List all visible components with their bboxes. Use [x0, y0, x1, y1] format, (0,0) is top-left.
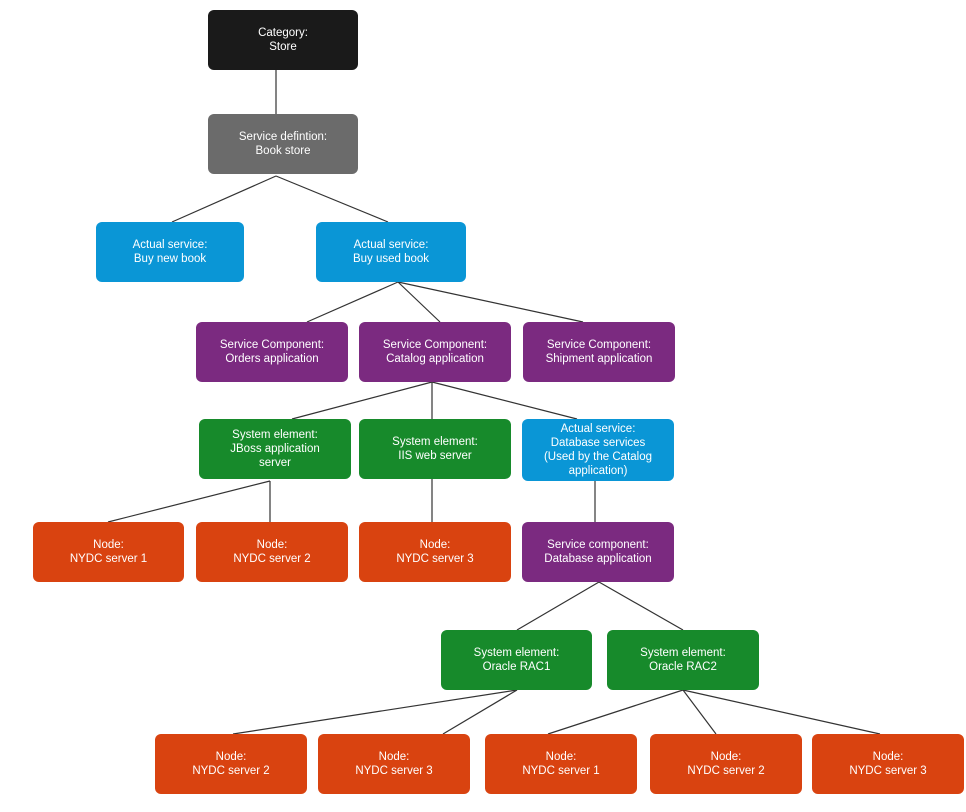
- box-label-line: (Used by the Catalog: [543, 451, 653, 463]
- box-label-line: Node:: [215, 751, 247, 763]
- box-oracle-rac2: System element: Oracle RAC2: [607, 630, 759, 690]
- box-label-line: Actual service:: [353, 239, 429, 251]
- box-shipment-application: Service Component: Shipment application: [523, 322, 675, 382]
- connector-catalog-application-to-database-services: [431, 381, 578, 420]
- box-label-line: Node:: [710, 751, 742, 763]
- box-label-line: server: [259, 457, 291, 469]
- box-orders-application: Service Component: Orders application: [196, 322, 348, 382]
- box-label-line: NYDC server 2: [233, 553, 311, 565]
- box-node-nydc-server-2-c: Node: NYDC server 2: [650, 734, 802, 794]
- box-label-line: application): [568, 465, 628, 477]
- box-node-nydc-server-3-b: Node: NYDC server 3: [318, 734, 470, 794]
- box-label-line: Buy new book: [133, 253, 207, 265]
- box-label-line: Shipment application: [545, 353, 653, 365]
- box-label-line: System element:: [473, 647, 560, 659]
- box-label-line: Service component:: [547, 539, 649, 551]
- box-label-line: NYDC server 1: [69, 553, 148, 565]
- box-label-line: Oracle RAC2: [649, 661, 717, 673]
- box-iis-web-server: System element: IIS web server: [359, 419, 511, 479]
- box-label-line: NYDC server 3: [849, 765, 927, 777]
- box-label-line: Database services: [550, 437, 646, 449]
- box-label-line: Buy used book: [352, 253, 430, 265]
- box-label-line: Service Component:: [219, 339, 325, 351]
- box-label-line: Service defintion:: [238, 131, 328, 143]
- box-oracle-rac1: System element: Oracle RAC1: [441, 630, 592, 690]
- box-label-line: Node:: [419, 539, 451, 551]
- box-jboss-application-server: System element: JBoss application server: [199, 419, 351, 479]
- box-label-line: NYDC server 3: [396, 553, 474, 565]
- box-label-line: Database application: [544, 553, 652, 565]
- box-node-nydc-server-3-a: Node: NYDC server 3: [359, 522, 511, 582]
- box-label-line: Store: [269, 41, 297, 53]
- box-label-line: Node:: [93, 539, 124, 551]
- box-label-line: NYDC server 1: [522, 765, 600, 777]
- connector-oracle-rac2-to-node-nydc-server-3-c: [682, 689, 881, 735]
- box-catalog-application: Service Component: Catalog application: [359, 322, 511, 382]
- connector-service-definition-to-buy-used-book: [275, 175, 389, 223]
- box-node-nydc-server-1-c: Node: NYDC server 1: [485, 734, 637, 794]
- box-label-line: Actual service:: [560, 423, 636, 435]
- box-label-line: NYDC server 2: [687, 765, 765, 777]
- connector-oracle-rac1-to-node-nydc-server-2-b: [232, 689, 518, 735]
- connector-oracle-rac2-to-node-nydc-server-2-c: [682, 689, 717, 735]
- box-label-line: Service Component:: [546, 339, 652, 351]
- box-label-line: System element:: [640, 647, 726, 659]
- box-database-application: Service component: Database application: [522, 522, 674, 582]
- box-label-line: NYDC server 2: [192, 765, 270, 777]
- connector-buy-used-book-to-shipment-application: [397, 281, 584, 323]
- box-label-line: Node:: [545, 751, 577, 763]
- box-label-line: Category:: [258, 27, 308, 39]
- connector-jboss-application-server-to-node-nydc-server-1-a: [107, 480, 271, 523]
- box-node-nydc-server-1-a: Node: NYDC server 1: [33, 522, 184, 582]
- connector-buy-used-book-to-catalog-application: [397, 281, 441, 323]
- box-label-line: Actual service:: [132, 239, 208, 251]
- connector-catalog-application-to-jboss-application-server: [291, 381, 433, 420]
- box-label-line: Service Component:: [382, 339, 488, 351]
- box-label-line: NYDC server 3: [355, 765, 433, 777]
- connector-service-definition-to-buy-new-book: [171, 175, 277, 223]
- box-label-line: Node:: [872, 751, 904, 763]
- box-label-line: Catalog application: [386, 353, 484, 365]
- box-category: Category: Store: [208, 10, 358, 70]
- box-label-line: Orders application: [225, 353, 319, 365]
- box-label-line: System element:: [392, 436, 478, 448]
- connector-oracle-rac2-to-node-nydc-server-1-c: [547, 689, 684, 735]
- box-database-services: Actual service: Database services (Used by…: [522, 419, 674, 481]
- box-node-nydc-server-2-b: Node: NYDC server 2: [155, 734, 307, 794]
- box-label-line: System element:: [232, 429, 318, 441]
- box-buy-used-book: Actual service: Buy used book: [316, 222, 466, 282]
- connector-database-application-to-oracle-rac1: [516, 581, 600, 631]
- box-node-nydc-server-2-a: Node: NYDC server 2: [196, 522, 348, 582]
- connector-database-application-to-oracle-rac2: [598, 581, 684, 631]
- box-buy-new-book: Actual service: Buy new book: [96, 222, 244, 282]
- box-node-nydc-server-3-c: Node: NYDC server 3: [812, 734, 964, 794]
- box-label-line: Node:: [256, 539, 288, 551]
- box-label-line: Node:: [378, 751, 410, 763]
- box-label-line: Oracle RAC1: [482, 661, 551, 673]
- connector-oracle-rac1-to-node-nydc-server-3-b: [442, 689, 518, 735]
- box-label-line: IIS web server: [398, 450, 472, 462]
- box-label-line: JBoss application: [230, 443, 320, 455]
- box-label-line: Book store: [255, 145, 311, 157]
- connector-buy-used-book-to-orders-application: [306, 281, 399, 323]
- box-service-definition: Service defintion: Book store: [208, 114, 358, 174]
